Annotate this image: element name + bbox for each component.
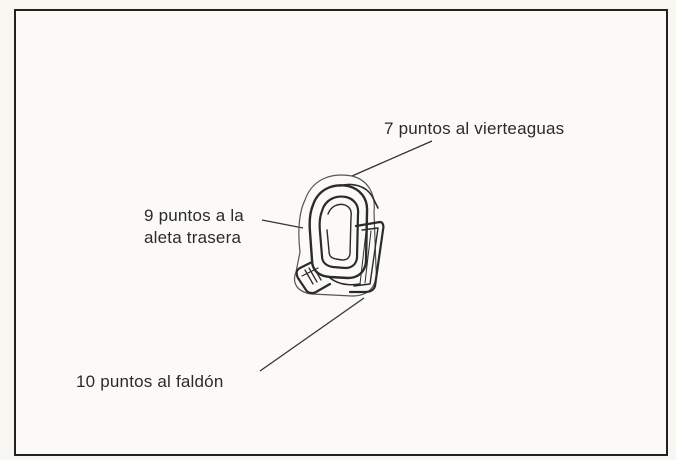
label-vierteaguas: 7 puntos al vierteaguas bbox=[384, 119, 565, 138]
label-faldon: 10 puntos al faldón bbox=[76, 372, 224, 391]
leader-line-left bbox=[261, 219, 304, 229]
label-aleta-trasera-line1: 9 puntos a la bbox=[144, 206, 244, 225]
leader-line-bottom bbox=[259, 297, 365, 372]
label-aleta-trasera-line2: aleta trasera bbox=[144, 228, 242, 247]
diagram-frame bbox=[14, 9, 668, 456]
car-part-sketch bbox=[293, 174, 385, 297]
leader-line-top bbox=[351, 140, 433, 177]
